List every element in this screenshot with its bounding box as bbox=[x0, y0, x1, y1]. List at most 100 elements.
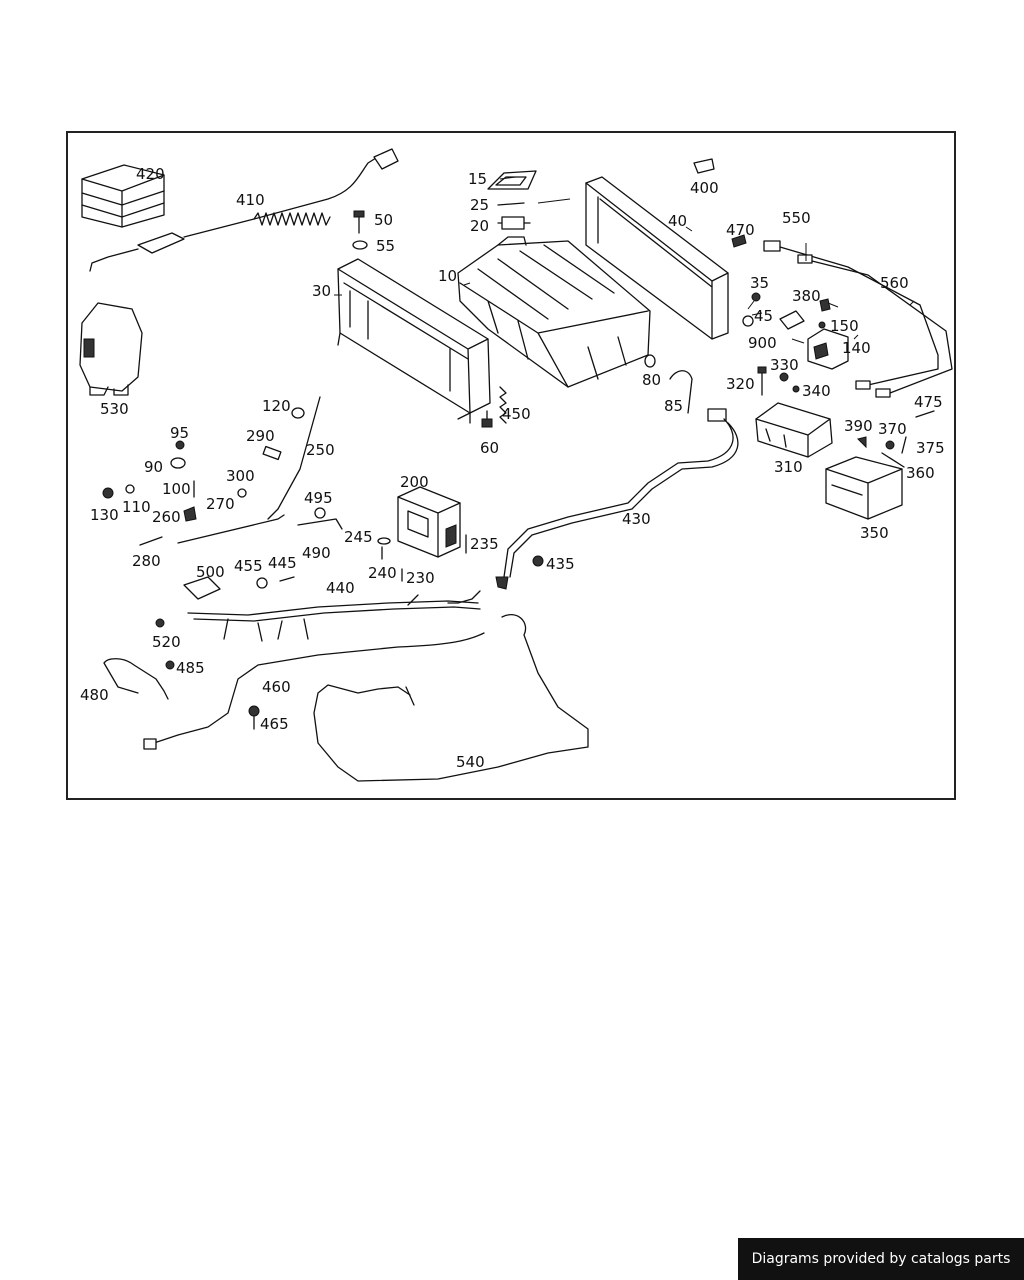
callout-550: 550 bbox=[782, 209, 811, 227]
part-435-nut[interactable] bbox=[532, 555, 544, 567]
callout-30: 30 bbox=[312, 282, 331, 300]
callout-370: 370 bbox=[878, 420, 907, 438]
part-445-bolt[interactable] bbox=[279, 576, 295, 582]
callout-445: 445 bbox=[268, 554, 297, 572]
callout-560: 560 bbox=[880, 274, 909, 292]
callout-420: 420 bbox=[136, 165, 165, 183]
part-110-nut[interactable] bbox=[125, 484, 135, 494]
part-55-washer[interactable] bbox=[352, 240, 368, 250]
callout-470: 470 bbox=[726, 221, 755, 239]
callout-120: 120 bbox=[262, 397, 291, 415]
callout-530: 530 bbox=[100, 400, 129, 418]
part-495-grommet[interactable] bbox=[314, 507, 326, 519]
callout-390: 390 bbox=[844, 417, 873, 435]
part-150-nut[interactable] bbox=[818, 321, 826, 329]
callout-460: 460 bbox=[262, 678, 291, 696]
part-470-bolt[interactable] bbox=[731, 234, 747, 248]
callout-200: 200 bbox=[400, 473, 429, 491]
callout-350: 350 bbox=[860, 524, 889, 542]
callout-labels: 420 410 530 15 25 20 50 55 10 30 400 40 … bbox=[80, 165, 945, 771]
part-550-cable[interactable] bbox=[763, 240, 939, 390]
part-485-nut[interactable] bbox=[165, 660, 175, 670]
part-530-bracket[interactable] bbox=[79, 302, 143, 396]
part-370-nut[interactable] bbox=[885, 440, 895, 450]
callout-60: 60 bbox=[480, 439, 499, 457]
part-300-washer[interactable] bbox=[237, 488, 247, 498]
part-245-washer[interactable] bbox=[377, 537, 391, 545]
part-465-bolt[interactable] bbox=[248, 705, 260, 730]
part-20-connector[interactable] bbox=[497, 216, 531, 230]
callout-50: 50 bbox=[374, 211, 393, 229]
callout-230: 230 bbox=[406, 569, 435, 587]
part-90-clamp[interactable] bbox=[170, 457, 186, 469]
part-320-bolt[interactable] bbox=[757, 366, 767, 396]
callout-490: 490 bbox=[302, 544, 331, 562]
callout-450: 450 bbox=[502, 405, 531, 423]
part-50-bolt[interactable] bbox=[353, 210, 365, 234]
part-455-nut[interactable] bbox=[256, 577, 268, 589]
part-475-bolt[interactable] bbox=[915, 410, 935, 418]
part-340-nut[interactable] bbox=[792, 385, 800, 393]
part-310-control-unit[interactable] bbox=[755, 402, 833, 458]
part-560-cable[interactable] bbox=[797, 254, 953, 398]
part-130-nut[interactable] bbox=[102, 487, 114, 499]
part-380-spring[interactable] bbox=[819, 298, 831, 312]
part-35-bolt[interactable] bbox=[751, 292, 761, 302]
callout-10: 10 bbox=[438, 267, 457, 285]
part-85-hose[interactable] bbox=[669, 370, 693, 414]
part-375-bolt[interactable] bbox=[901, 436, 907, 454]
parts-diagram: 420 410 530 15 25 20 50 55 10 30 400 40 … bbox=[79, 148, 953, 782]
part-80-grommet[interactable] bbox=[644, 354, 656, 368]
part-140-module[interactable] bbox=[807, 328, 849, 370]
part-270-rod[interactable] bbox=[177, 514, 285, 544]
part-260-clip[interactable] bbox=[183, 506, 197, 522]
part-45-nut[interactable] bbox=[742, 315, 754, 327]
part-420-box[interactable] bbox=[81, 164, 165, 228]
callout-240: 240 bbox=[368, 564, 397, 582]
callout-280: 280 bbox=[132, 552, 161, 570]
callout-150: 150 bbox=[830, 317, 859, 335]
part-410-charging-cable[interactable] bbox=[89, 148, 399, 272]
part-25-pin[interactable] bbox=[497, 202, 525, 206]
callout-430: 430 bbox=[622, 510, 651, 528]
part-30-battery-frame[interactable] bbox=[337, 258, 491, 424]
callout-235: 235 bbox=[470, 535, 499, 553]
part-280-sensor[interactable] bbox=[139, 536, 163, 546]
part-40-side-frame[interactable] bbox=[585, 176, 729, 340]
callout-35: 35 bbox=[750, 274, 769, 292]
part-540-harness[interactable] bbox=[313, 614, 589, 782]
part-290-connector[interactable] bbox=[262, 445, 282, 461]
callout-80: 80 bbox=[642, 371, 661, 389]
part-350-box[interactable] bbox=[825, 456, 903, 520]
part-250-rod[interactable] bbox=[267, 396, 321, 520]
part-200-inverter[interactable] bbox=[397, 486, 461, 558]
callout-360: 360 bbox=[906, 464, 935, 482]
part-15-cover[interactable] bbox=[487, 170, 537, 190]
callout-520: 520 bbox=[152, 633, 181, 651]
part-460-harness[interactable] bbox=[143, 632, 485, 750]
callout-300: 300 bbox=[226, 467, 255, 485]
part-330-nut[interactable] bbox=[779, 372, 789, 382]
callout-55: 55 bbox=[376, 237, 395, 255]
part-95-bolt[interactable] bbox=[175, 440, 185, 450]
part-900-label[interactable] bbox=[779, 310, 805, 330]
callout-260: 260 bbox=[152, 508, 181, 526]
callout-500: 500 bbox=[196, 563, 225, 581]
part-400-clip[interactable] bbox=[693, 158, 715, 174]
callout-900: 900 bbox=[748, 334, 777, 352]
part-10-battery-housing[interactable] bbox=[457, 236, 651, 388]
part-360-strip[interactable] bbox=[881, 452, 905, 468]
part-520-bolt[interactable] bbox=[155, 618, 165, 628]
part-480-harness[interactable] bbox=[103, 658, 169, 700]
part-490-hose[interactable] bbox=[297, 518, 343, 530]
callout-270: 270 bbox=[206, 495, 235, 513]
part-120-grommet[interactable] bbox=[291, 407, 305, 419]
part-440-harness[interactable] bbox=[187, 590, 481, 642]
part-430-harness[interactable] bbox=[495, 408, 739, 590]
part-390-clip[interactable] bbox=[857, 436, 867, 449]
part-450-spring[interactable] bbox=[499, 386, 507, 424]
callout-250: 250 bbox=[306, 441, 335, 459]
callout-330: 330 bbox=[770, 356, 799, 374]
part-500-bracket[interactable] bbox=[183, 576, 221, 600]
part-60-bolt[interactable] bbox=[481, 410, 493, 428]
